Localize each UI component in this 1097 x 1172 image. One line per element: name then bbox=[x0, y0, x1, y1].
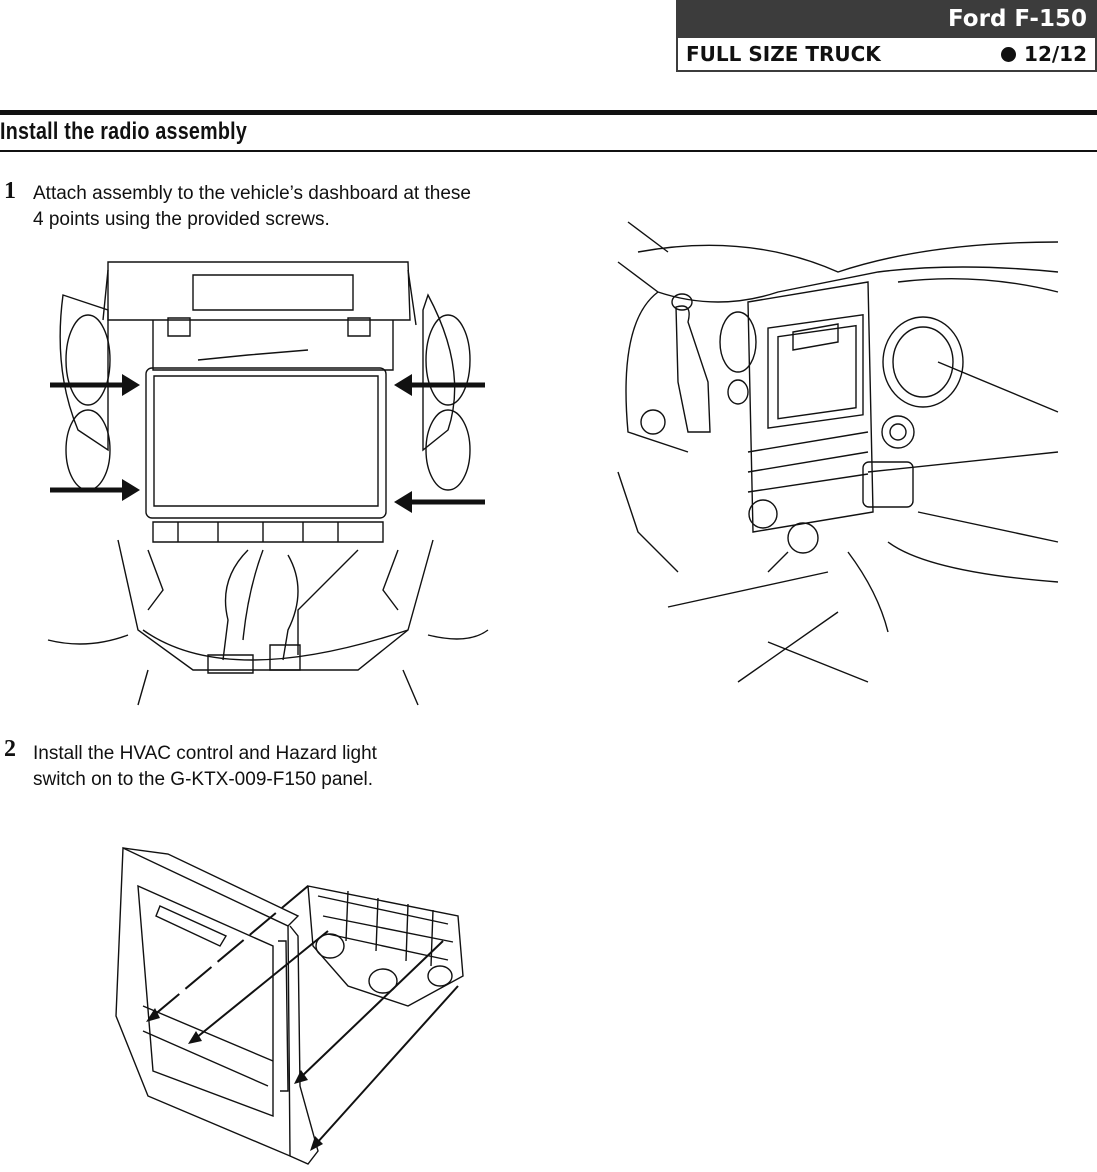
vehicle-model: Ford F-150 bbox=[676, 0, 1097, 38]
hvac-panel-exploded-illustration bbox=[108, 846, 470, 1170]
bullet-dot-icon bbox=[1001, 47, 1017, 62]
page-number: 12/12 bbox=[1024, 42, 1087, 66]
header-subline: FULL SIZE TRUCK 12/12 bbox=[676, 38, 1097, 72]
dashboard-perspective-illustration bbox=[598, 212, 1066, 687]
step-2-number: 2 bbox=[4, 736, 16, 762]
section-title: Install the radio assembly bbox=[0, 118, 248, 145]
vehicle-category: FULL SIZE TRUCK bbox=[686, 42, 881, 66]
section-rule-top bbox=[0, 110, 1097, 115]
step-1-line-2: 4 points using the provided screws. bbox=[33, 209, 330, 230]
page-indicator: 12/12 bbox=[1001, 38, 1087, 70]
step-1-number: 1 bbox=[4, 178, 16, 204]
step-1-text: Attach assembly to the vehicle’s dashboa… bbox=[33, 181, 471, 233]
step-2-text: Install the HVAC control and Hazard ligh… bbox=[33, 741, 377, 793]
step-2-line-2: switch on to the G-KTX-009-F150 panel. bbox=[33, 769, 374, 790]
arrow-right-icon bbox=[50, 385, 485, 502]
section-rule-bottom bbox=[0, 150, 1097, 152]
page-header: Ford F-150 FULL SIZE TRUCK 12/12 bbox=[676, 0, 1097, 72]
radio-mount-illustration bbox=[48, 250, 488, 710]
step-2-line-1: Install the HVAC control and Hazard ligh… bbox=[33, 743, 377, 764]
step-1-line-1: Attach assembly to the vehicle’s dashboa… bbox=[33, 183, 471, 204]
